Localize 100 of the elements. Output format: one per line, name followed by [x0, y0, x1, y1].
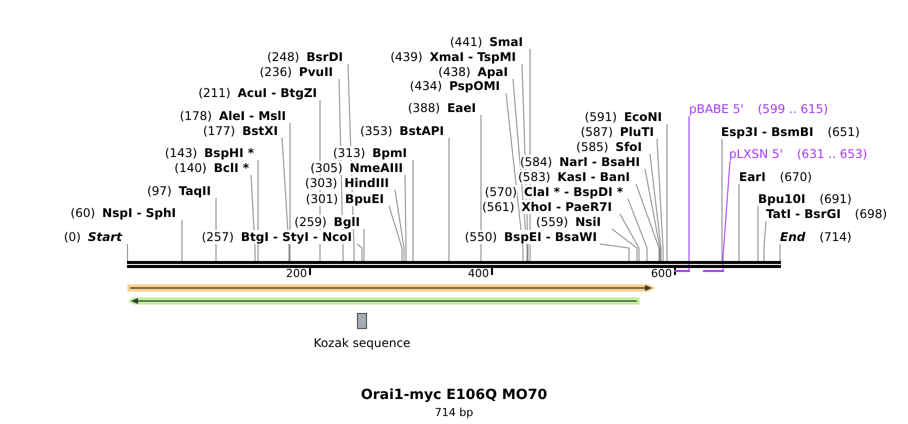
- sequence-start-label: Start: [88, 230, 122, 244]
- cut-site-position: (211): [198, 86, 231, 100]
- cut-site-position: (561): [482, 200, 514, 214]
- cut-site-position: (305): [310, 161, 343, 175]
- leader-line: [650, 154, 662, 262]
- enzyme-name: SmaI: [489, 35, 523, 49]
- sequence-position: (714): [819, 230, 852, 244]
- leader-line: [127, 244, 128, 262]
- leader-line: [636, 184, 660, 262]
- enzyme-name: TatI - BsrGI: [766, 207, 841, 221]
- cut-site-position: (303): [305, 176, 338, 190]
- cut-site-position: (143): [164, 146, 198, 160]
- enzyme-name: BspHI *: [204, 146, 254, 160]
- leader-line: [356, 244, 362, 262]
- enzyme-name: PvuII: [298, 65, 333, 79]
- leader-line: [722, 160, 730, 270]
- scale-label: 400: [468, 267, 489, 280]
- enzyme-name: EarI: [739, 170, 766, 184]
- cut-site-position: (257): [202, 230, 234, 244]
- enzyme-name: PluTI: [620, 125, 654, 139]
- cut-site-position: (388): [408, 101, 440, 115]
- enzyme-name: PspOMI: [449, 79, 500, 93]
- diagram-title: Orai1-myc E106Q MO70: [360, 387, 548, 403]
- cut-site-position: (651): [827, 125, 860, 139]
- leader-line: [412, 160, 414, 262]
- leader-line: [480, 114, 482, 262]
- enzyme-name: BclI *: [214, 161, 249, 175]
- leader-line: [394, 190, 404, 262]
- cut-site-position: (353): [360, 124, 392, 138]
- cut-site-position: (140): [174, 161, 207, 175]
- cut-site-position: (438): [438, 65, 471, 79]
- leader-line: [282, 138, 290, 262]
- sequence-position: (0): [64, 230, 81, 244]
- primer-range: (599 .. 615): [758, 102, 828, 116]
- cut-site-position: (60): [70, 206, 96, 220]
- leader-line: [738, 184, 740, 262]
- cut-site-position: (441): [450, 35, 482, 49]
- sequence-end-label: End: [780, 230, 806, 244]
- cut-site-position: (691): [819, 192, 852, 206]
- enzyme-name: ApaI: [478, 65, 508, 79]
- cut-site-position: (698): [854, 207, 888, 221]
- leader-line: [448, 138, 450, 262]
- primer-name: pLXSN 5': [729, 147, 783, 161]
- dna-backbone: [127, 261, 781, 268]
- enzyme-name: BstAPI: [399, 124, 444, 138]
- cut-site-position: (550): [464, 230, 498, 244]
- enzyme-name: EcoNI: [624, 110, 662, 124]
- enzyme-name: BstXI: [242, 124, 278, 138]
- enzyme-name: BpmI: [372, 146, 407, 160]
- leader-line: [688, 116, 690, 270]
- leader-line: [612, 228, 638, 262]
- enzyme-name: XmaI - TspMI: [430, 50, 516, 64]
- leader-line: [506, 92, 524, 262]
- cut-site-position: (236): [260, 65, 292, 79]
- enzyme-name: AcuI - BtgZI: [238, 86, 317, 100]
- enzyme-name: KasI - BanI: [557, 170, 630, 184]
- leader-line: [656, 138, 664, 262]
- enzyme-name: Bpu10I: [758, 192, 806, 206]
- enzyme-name: Esp3I - BsmBI: [721, 125, 814, 139]
- leader-line: [666, 124, 668, 262]
- enzyme-name: NarI - BsaHI: [559, 155, 640, 169]
- cut-site-position: (583): [518, 170, 550, 184]
- enzyme-name: BsrDI: [306, 50, 343, 64]
- feature-name: Kozak sequence: [314, 336, 410, 350]
- cut-site-position: (559): [536, 215, 568, 229]
- cut-site-position: (434): [410, 79, 442, 93]
- cut-site-position: (259): [294, 215, 327, 229]
- cut-site-position: (177): [202, 124, 236, 138]
- enzyme-name: XhoI - PaeR7I: [521, 200, 612, 214]
- enzyme-name: BpuEI: [345, 192, 384, 206]
- enzyme-name: NsiI: [575, 215, 601, 229]
- primer-name: pBABE 5': [689, 102, 744, 116]
- cut-site-position: (313): [333, 146, 366, 160]
- leader-line: [388, 206, 402, 262]
- cut-site-position: (570): [484, 185, 517, 199]
- enzyme-name: NspI - SphI: [102, 206, 176, 220]
- enzyme-name: BspEI - BsaWI: [504, 230, 597, 244]
- primer-range: (631 .. 653): [796, 147, 868, 161]
- scale-label: 600: [651, 267, 672, 280]
- enzyme-name: BtgI - StyI - NcoI: [240, 230, 352, 244]
- enzyme-name: AleI - MslI: [218, 109, 286, 123]
- cut-site-position: (248): [267, 50, 300, 64]
- enzyme-name: SfoI: [615, 140, 642, 154]
- enzyme-name: NmeAIII: [350, 161, 403, 175]
- enzyme-name: BglI: [334, 215, 360, 229]
- enzyme-name: HindIII: [344, 176, 389, 190]
- leader-line: [620, 214, 640, 262]
- cut-site-position: (178): [180, 109, 212, 123]
- cut-site-position: (670): [780, 170, 812, 184]
- leader-line: [644, 168, 660, 262]
- enzyme-name: TaqII: [178, 184, 211, 198]
- cut-site-position: (97): [147, 184, 172, 198]
- enzyme-name: EaeI: [447, 101, 476, 115]
- cut-site-position: (301): [306, 192, 338, 206]
- cut-site-position: (591): [584, 110, 617, 124]
- cut-site-position: (585): [576, 140, 608, 154]
- leader-line: [764, 220, 766, 262]
- diagram-caption: 714 bp: [434, 406, 474, 419]
- enzyme-name: ClaI * - BspDI *: [524, 185, 623, 199]
- cut-site-position: (584): [520, 155, 552, 169]
